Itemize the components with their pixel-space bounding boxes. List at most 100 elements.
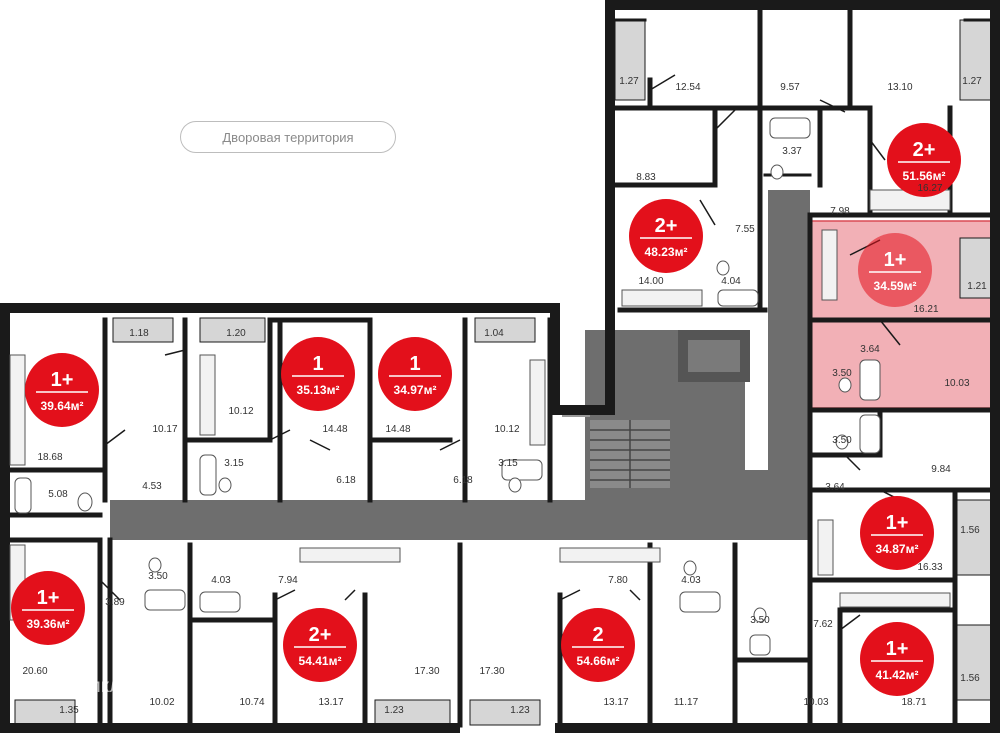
yard-territory-label: Дворовая территория bbox=[180, 121, 396, 153]
room-area: 13.17 bbox=[603, 697, 628, 708]
unit-area: 54.66м² bbox=[577, 654, 620, 668]
room-area: 4.03 bbox=[681, 575, 701, 586]
room-area: 16.21 bbox=[913, 304, 938, 315]
unit-area: 35.13м² bbox=[297, 383, 340, 397]
room-area: 1.35 bbox=[59, 705, 79, 716]
room-area: 3.37 bbox=[782, 146, 802, 157]
room-area: 4.03 bbox=[211, 575, 231, 586]
unit-area: 34.87м² bbox=[876, 542, 919, 556]
room-area: 1.27 bbox=[962, 76, 982, 87]
room-area: 10.74 bbox=[239, 697, 264, 708]
unit-area: 48.23м² bbox=[645, 245, 688, 259]
room-area: 1.18 bbox=[129, 328, 149, 339]
room-area: 4.04 bbox=[721, 276, 741, 287]
room-area: 3.15 bbox=[224, 458, 244, 469]
room-area: 18.68 bbox=[37, 452, 62, 463]
room-area: 12.54 bbox=[675, 82, 700, 93]
room-area: 1.04 bbox=[484, 328, 504, 339]
unit-rooms: 2 bbox=[592, 624, 603, 646]
room-area: 17.30 bbox=[414, 666, 439, 677]
room-area: 9.57 bbox=[780, 82, 800, 93]
room-area: 10.17 bbox=[152, 424, 177, 435]
room-area: 1.21 bbox=[967, 281, 987, 292]
room-area: 10.03 bbox=[944, 378, 969, 389]
room-area: 3.50 bbox=[832, 368, 852, 379]
unit-badge-u4[interactable]: 2+ 48.23м² bbox=[629, 199, 703, 273]
unit-area: 41.42м² bbox=[876, 668, 919, 682]
room-area: 7.94 bbox=[278, 575, 298, 586]
room-area: 7.62 bbox=[813, 619, 833, 630]
room-area: 7.98 bbox=[830, 206, 850, 217]
stairwell bbox=[590, 330, 750, 488]
room-area: 3.50 bbox=[148, 571, 168, 582]
room-area: 1.56 bbox=[960, 673, 980, 684]
unit-rooms: 1 bbox=[312, 353, 323, 375]
unit-area: 39.36м² bbox=[27, 617, 70, 631]
unit-rooms: 1+ bbox=[37, 587, 60, 609]
unit-area: 34.97м² bbox=[394, 383, 437, 397]
unit-area: 39.64м² bbox=[41, 399, 84, 413]
room-area: 14.48 bbox=[322, 424, 347, 435]
room-area: 3.89 bbox=[105, 597, 125, 608]
unit-badge-u6[interactable]: 1+ 34.59м² bbox=[858, 233, 932, 307]
room-area: 5.08 bbox=[48, 489, 68, 500]
unit-badge-u9[interactable]: 1+ 39.36м² bbox=[11, 571, 85, 645]
room-area: 1.56 bbox=[960, 525, 980, 536]
room-area: 10.02 bbox=[149, 697, 174, 708]
unit-rooms: 1+ bbox=[886, 512, 909, 534]
unit-rooms: 1+ bbox=[884, 249, 907, 271]
fixtures bbox=[14, 117, 881, 656]
unit-area: 54.41м² bbox=[299, 654, 342, 668]
room-area: 20.60 bbox=[22, 666, 47, 677]
room-area: 10.12 bbox=[494, 424, 519, 435]
watermark: Домклик bbox=[40, 676, 139, 698]
unit-badge-u11[interactable]: 2 54.66м² bbox=[561, 608, 635, 682]
room-area: 6.18 bbox=[453, 475, 473, 486]
room-area: 13.17 bbox=[318, 697, 343, 708]
unit-rooms: 2+ bbox=[655, 215, 678, 237]
room-area: 9.84 bbox=[931, 464, 951, 475]
room-area: 7.80 bbox=[608, 575, 628, 586]
room-area: 1.23 bbox=[510, 705, 530, 716]
unit-badge-u1[interactable]: 1+ 39.64м² bbox=[25, 353, 99, 427]
room-area: 14.48 bbox=[385, 424, 410, 435]
room-area: 3.50 bbox=[832, 435, 852, 446]
room-area: 1.27 bbox=[619, 76, 639, 87]
room-area: 13.10 bbox=[887, 82, 912, 93]
unit-rooms: 2+ bbox=[913, 139, 936, 161]
unit-badge-u7[interactable]: 1+ 34.87м² bbox=[860, 496, 934, 570]
room-area: 11.17 bbox=[674, 697, 699, 708]
unit-rooms: 2+ bbox=[309, 624, 332, 646]
room-area: 1.20 bbox=[226, 328, 246, 339]
unit-badge-u8[interactable]: 1+ 41.42м² bbox=[860, 622, 934, 696]
unit-area: 34.59м² bbox=[874, 279, 917, 293]
room-area: 14.00 bbox=[638, 276, 663, 287]
unit-badge-u5[interactable]: 2+ 51.56м² bbox=[887, 123, 961, 197]
room-area: 4.53 bbox=[142, 481, 162, 492]
room-area: 3.64 bbox=[860, 344, 880, 355]
room-area: 8.83 bbox=[636, 172, 656, 183]
unit-rooms: 1+ bbox=[886, 638, 909, 660]
watermark-text: Домклик bbox=[64, 676, 140, 697]
room-area: 6.18 bbox=[336, 475, 356, 486]
unit-badge-u2[interactable]: 1 35.13м² bbox=[281, 337, 355, 411]
room-area: 3.50 bbox=[750, 615, 770, 626]
room-area: 3.64 bbox=[825, 482, 845, 493]
room-area: 17.30 bbox=[479, 666, 504, 677]
unit-rooms: 1+ bbox=[51, 369, 74, 391]
room-area: 3.15 bbox=[498, 458, 518, 469]
room-area: 10.03 bbox=[803, 697, 828, 708]
unit-area: 51.56м² bbox=[903, 169, 946, 183]
domclick-logo-icon bbox=[40, 678, 58, 696]
room-area: 16.27 bbox=[917, 183, 942, 194]
room-area-labels: 1.27 12.54 9.57 13.10 1.27 8.83 3.37 16.… bbox=[22, 76, 987, 716]
room-area: 18.71 bbox=[901, 697, 926, 708]
room-area: 10.12 bbox=[228, 406, 253, 417]
unit-rooms: 1 bbox=[409, 353, 420, 375]
room-area: 7.55 bbox=[735, 224, 755, 235]
room-area: 16.33 bbox=[917, 562, 942, 573]
unit-badge-u3[interactable]: 1 34.97м² bbox=[378, 337, 452, 411]
unit-badge-u10[interactable]: 2+ 54.41м² bbox=[283, 608, 357, 682]
